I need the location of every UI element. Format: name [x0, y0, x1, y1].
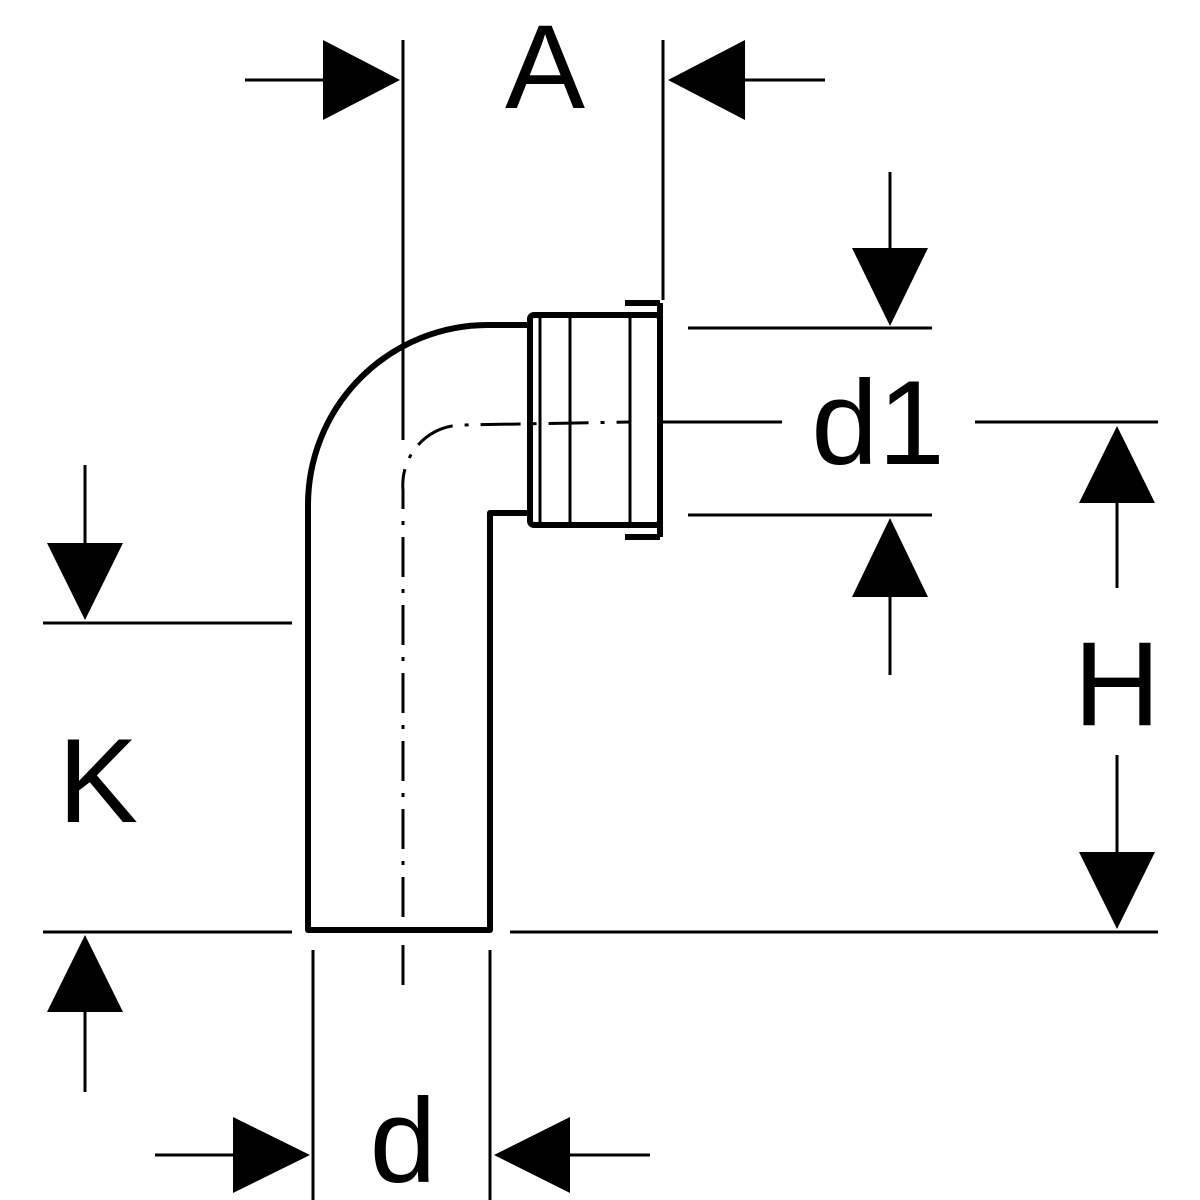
dimension-d1: d1	[660, 172, 945, 675]
label-k: K	[58, 714, 138, 848]
dimension-a: A	[245, 0, 825, 440]
label-a: A	[505, 0, 585, 134]
pipe-bend-outline	[305, 322, 530, 933]
center-axis	[401, 420, 631, 985]
pipe-socket	[527, 300, 663, 540]
dimension-k: K	[43, 465, 292, 1092]
label-d: d	[370, 1074, 437, 1200]
dimension-d: d	[155, 950, 650, 1200]
dimension-h: H	[510, 420, 1161, 934]
label-h: H	[1074, 617, 1161, 751]
label-d1: d1	[811, 356, 944, 490]
